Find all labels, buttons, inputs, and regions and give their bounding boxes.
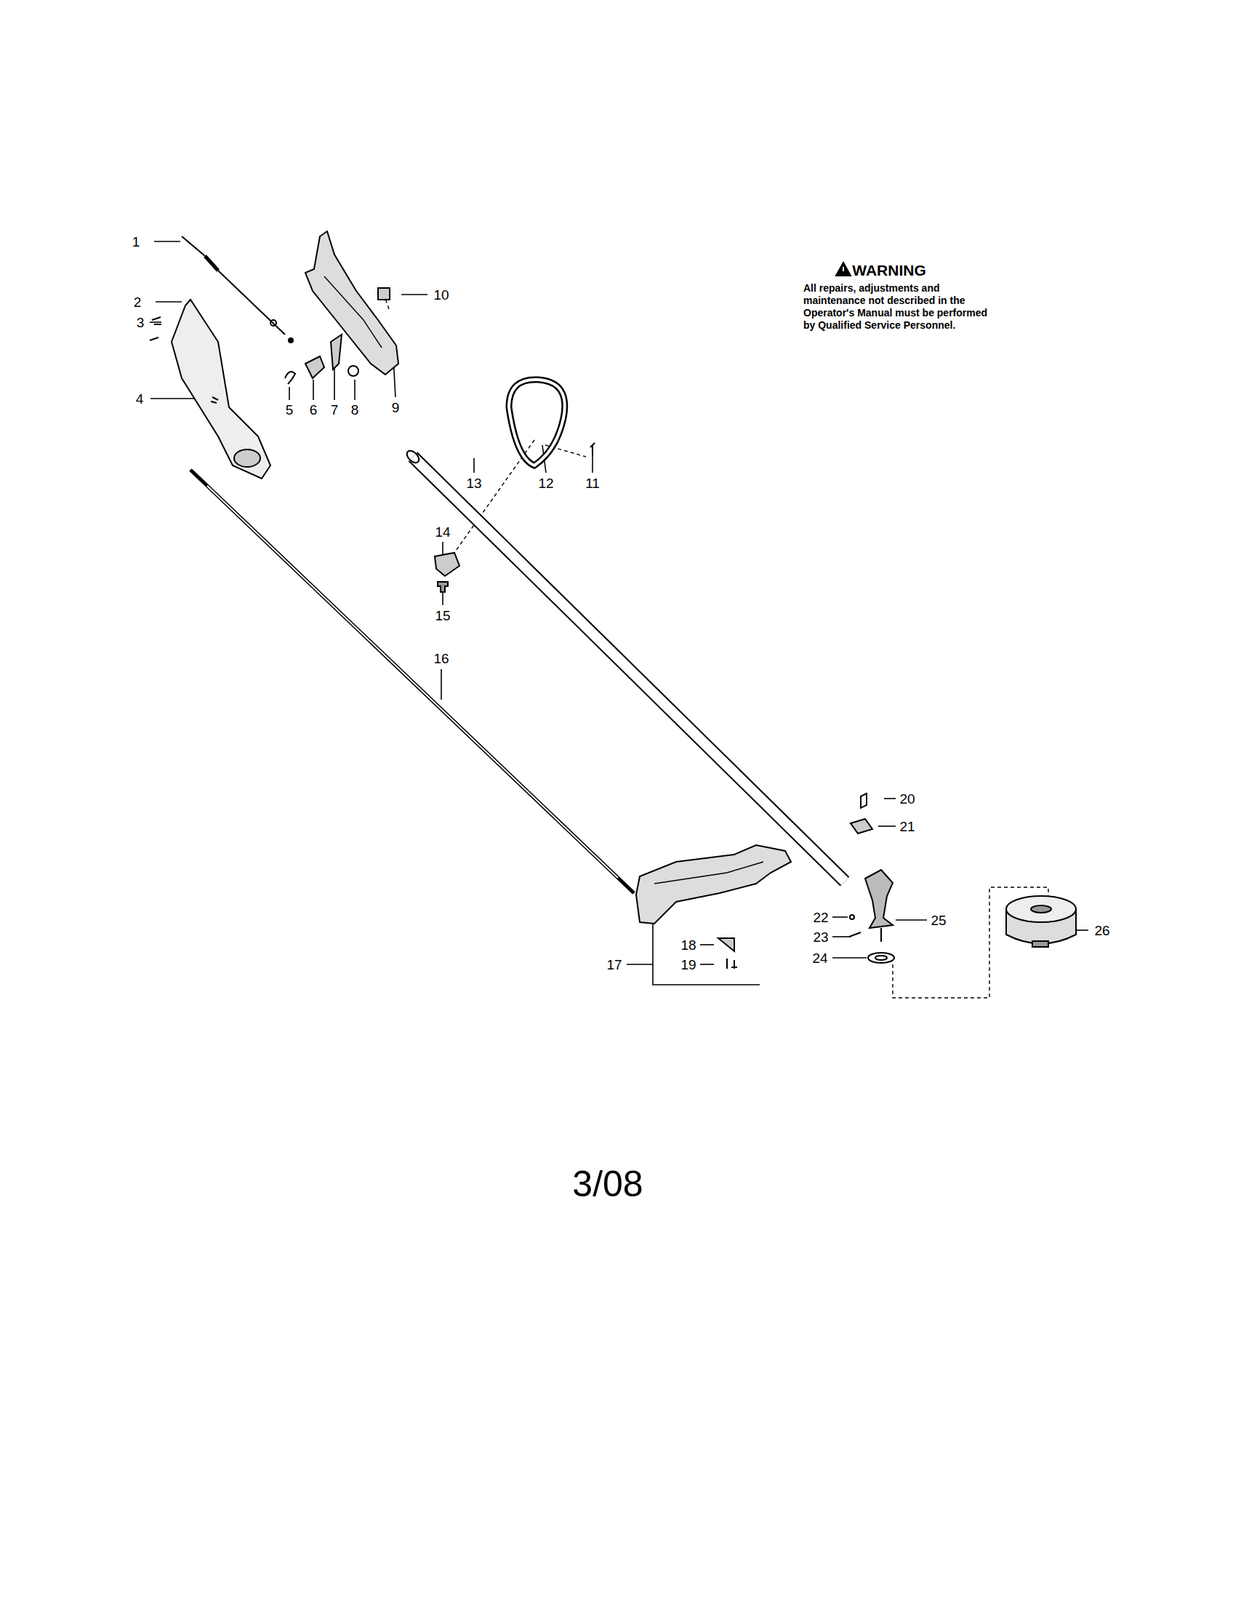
switch <box>378 287 390 300</box>
callout-number: 26 <box>1094 923 1110 938</box>
callout-number: 23 <box>812 929 829 944</box>
loop-handle <box>508 379 565 466</box>
warning-heading: WARNING <box>852 262 927 278</box>
callout-number: 3 <box>136 315 145 330</box>
washer <box>868 952 895 963</box>
callout-number: 5 <box>285 402 294 417</box>
spring <box>284 371 296 384</box>
spool <box>1006 895 1076 947</box>
drive-shaft <box>190 469 634 893</box>
warning-symbol <box>836 262 851 276</box>
callout-number: 20 <box>899 791 915 806</box>
callout-number: 1 <box>132 234 141 249</box>
trigger-housing <box>305 231 399 375</box>
callout-number: 18 <box>680 937 696 952</box>
callout-number: 21 <box>899 819 915 834</box>
callout-number: 4 <box>135 391 144 406</box>
callout-number: 22 <box>812 910 829 925</box>
assembly-lines <box>183 298 1049 998</box>
callout-number: 7 <box>330 402 339 417</box>
callout-number: 19 <box>680 957 696 972</box>
handle-housing <box>171 299 271 479</box>
date-code: 3/08 <box>572 1165 643 1202</box>
blade <box>718 937 735 951</box>
callout-number: 9 <box>391 400 400 415</box>
callout-number: 8 <box>351 402 360 417</box>
callout-number: 17 <box>606 957 622 972</box>
guard <box>636 844 791 924</box>
gear-head <box>849 869 893 942</box>
callout-number: 11 <box>585 476 600 491</box>
callout-number: 24 <box>812 950 828 965</box>
spring-clip <box>348 365 359 376</box>
knob <box>437 581 448 592</box>
callout-number: 12 <box>537 476 554 491</box>
callout-number: 15 <box>434 608 451 623</box>
callout-number: 10 <box>433 287 449 302</box>
trigger <box>305 356 325 379</box>
leader-lines <box>149 241 1089 985</box>
lever <box>330 334 342 370</box>
callout-number: 14 <box>434 524 451 539</box>
callout-number: 2 <box>133 295 142 309</box>
shaft-tube <box>404 448 845 882</box>
callout-number: 13 <box>466 476 482 491</box>
warning-text: All repairs, adjustments and maintenance… <box>803 282 994 332</box>
callout-number: 6 <box>309 402 318 417</box>
callout-number: 25 <box>930 913 946 927</box>
callout-number: 16 <box>433 651 449 666</box>
clamp <box>434 552 460 576</box>
